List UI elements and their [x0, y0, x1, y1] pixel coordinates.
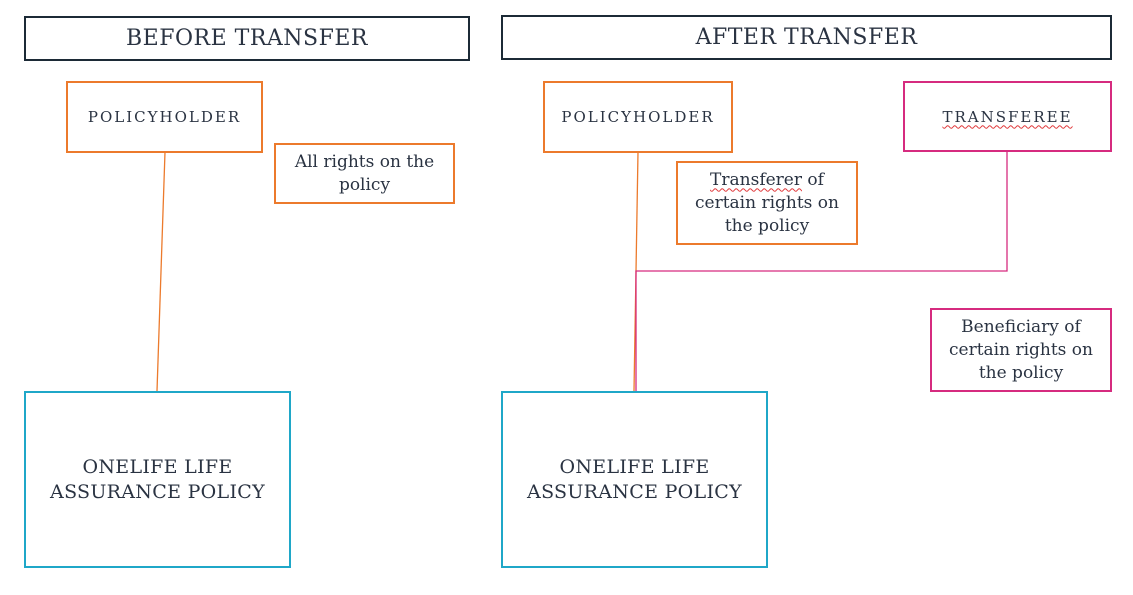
before-transfer-title: BEFORE TRANSFER — [126, 26, 368, 51]
transferer-note-rest: of certain rights on the policy — [694, 169, 839, 236]
transferee-box: TRANSFEREE — [903, 81, 1112, 152]
before-policy-box: ONELIFE LIFE ASSURANCE POLICY — [24, 391, 291, 568]
before-policyholder-label: POLICYHOLDER — [87, 108, 242, 126]
before-policy-label: ONELIFE LIFE ASSURANCE POLICY — [50, 455, 265, 503]
after-policy-box: ONELIFE LIFE ASSURANCE POLICY — [501, 391, 768, 568]
transferee-to-policy-line — [635, 151, 1008, 391]
transferer-note: Transferer of certain rights on the poli… — [676, 161, 858, 245]
beneficiary-note: Beneficiary of certain rights on the pol… — [930, 308, 1112, 392]
after-policyholder-label: POLICYHOLDER — [561, 108, 715, 126]
transferee-label: TRANSFEREE — [942, 107, 1073, 126]
after-transfer-header: AFTER TRANSFER — [501, 15, 1112, 60]
all-rights-note: All rights on the policy — [274, 143, 455, 204]
beneficiary-note-text: Beneficiary of certain rights on the pol… — [948, 316, 1093, 383]
before-transfer-header: BEFORE TRANSFER — [24, 16, 470, 61]
after-policyholder-box: POLICYHOLDER — [543, 81, 733, 153]
transferer-note-text: Transferer of certain rights on the poli… — [684, 169, 850, 238]
before-policyholder-box: POLICYHOLDER — [66, 81, 263, 153]
after-policy-label: ONELIFE LIFE ASSURANCE POLICY — [527, 455, 742, 503]
before-policyholder-to-policy-line — [156, 151, 166, 392]
all-rights-note-text: All rights on the policy — [294, 151, 435, 195]
after-transfer-title: AFTER TRANSFER — [695, 25, 918, 50]
transferer-word: Transferer — [710, 169, 802, 190]
